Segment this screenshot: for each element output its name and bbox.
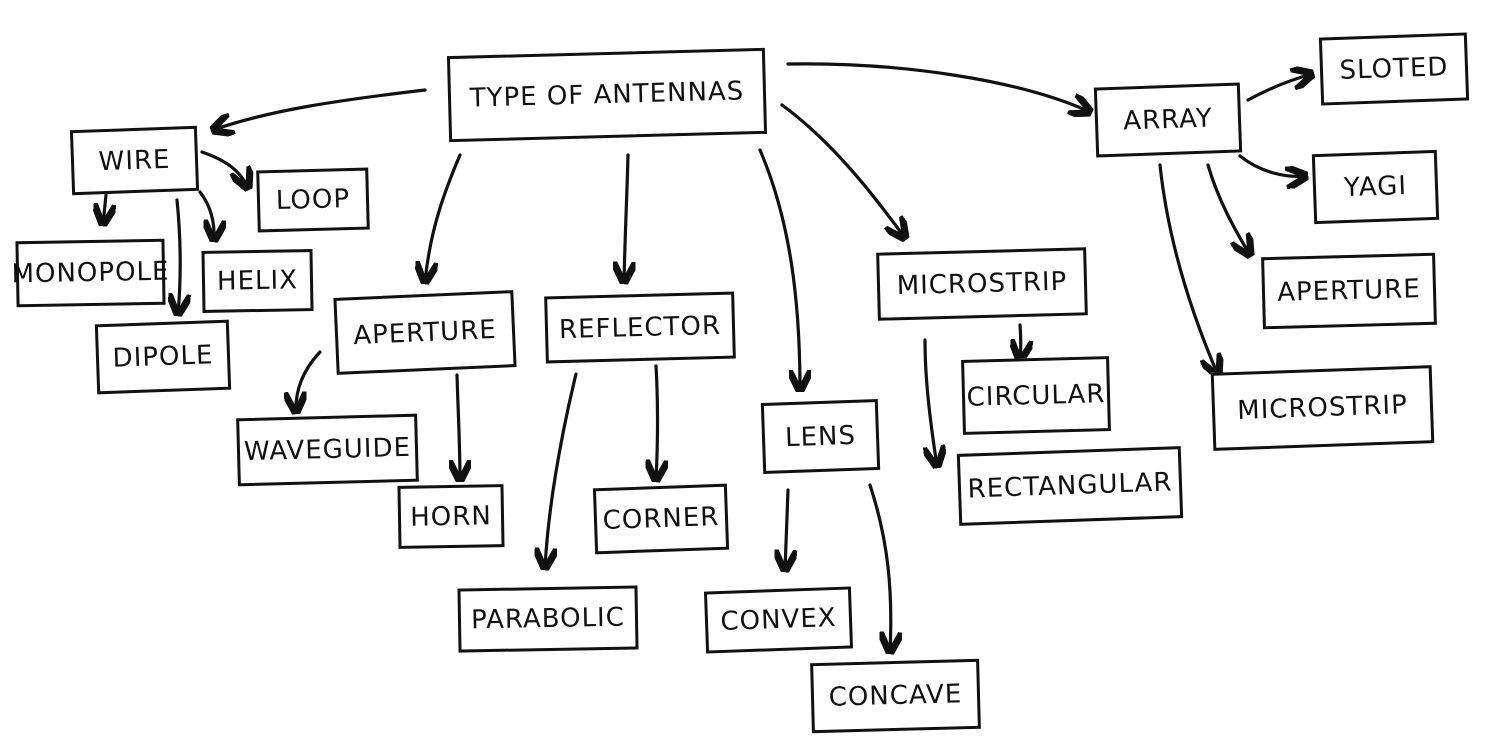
edge-array-microstrip — [1158, 163, 1218, 375]
edge-root-lens — [758, 148, 800, 390]
node-circular: CIRCULAR — [961, 356, 1111, 435]
edge-root-array — [786, 62, 1090, 112]
node-rectangular: RECTANGULAR — [956, 446, 1184, 526]
edge-reflector-corner — [656, 364, 658, 480]
node-array-microstrip: MICROSTRIP — [1210, 365, 1435, 451]
node-concave: CONCAVE — [810, 658, 981, 734]
node-loop: LOOP — [256, 167, 370, 233]
node-wire: WIRE — [69, 125, 200, 196]
node-array: ARRAY — [1093, 82, 1243, 158]
edge-wire-monopole — [103, 193, 106, 224]
node-corner: CORNER — [592, 483, 730, 555]
node-aperture: APERTURE — [333, 290, 517, 375]
edge-reflector-parabolic — [545, 372, 578, 568]
node-slotted: SLOTED — [1318, 32, 1470, 106]
edge-root-microstrip — [780, 103, 905, 238]
node-root: TYPE OF ANTENNAS — [446, 47, 768, 143]
node-waveguide: WAVEGUIDE — [236, 413, 419, 487]
node-horn: HORN — [397, 484, 505, 549]
edge-root-reflector — [624, 153, 628, 282]
edge-wire-dipole — [177, 198, 180, 314]
edge-array-slotted — [1246, 74, 1312, 102]
edge-lens-concave — [868, 483, 891, 652]
node-convex: CONVEX — [703, 586, 854, 654]
edge-microstrip-circular — [1020, 323, 1021, 360]
node-array-aperture: APERTURE — [1261, 252, 1437, 330]
edge-microstrip-rectangular — [925, 338, 937, 466]
node-parabolic: PARABOLIC — [457, 585, 639, 653]
node-dipole: DIPOLE — [94, 319, 232, 395]
node-monopole: MONOPOLE — [11, 238, 170, 308]
edge-root-wire — [213, 88, 427, 130]
node-lens: LENS — [760, 398, 881, 475]
edge-wire-helix — [198, 190, 214, 240]
edge-aperture-horn — [457, 373, 460, 480]
edge-lens-convex — [785, 488, 788, 570]
edge-root-aperture — [425, 153, 462, 282]
node-reflector: REFLECTOR — [544, 291, 736, 364]
edge-wire-loop — [200, 150, 248, 188]
edge-aperture-waveguide — [296, 350, 322, 412]
edge-array-aperture — [1206, 163, 1250, 255]
node-microstrip: MICROSTRIP — [876, 247, 1088, 321]
node-yagi: YAGI — [1311, 149, 1440, 225]
node-helix: HELIX — [201, 249, 314, 313]
edge-array-yagi — [1238, 154, 1306, 176]
